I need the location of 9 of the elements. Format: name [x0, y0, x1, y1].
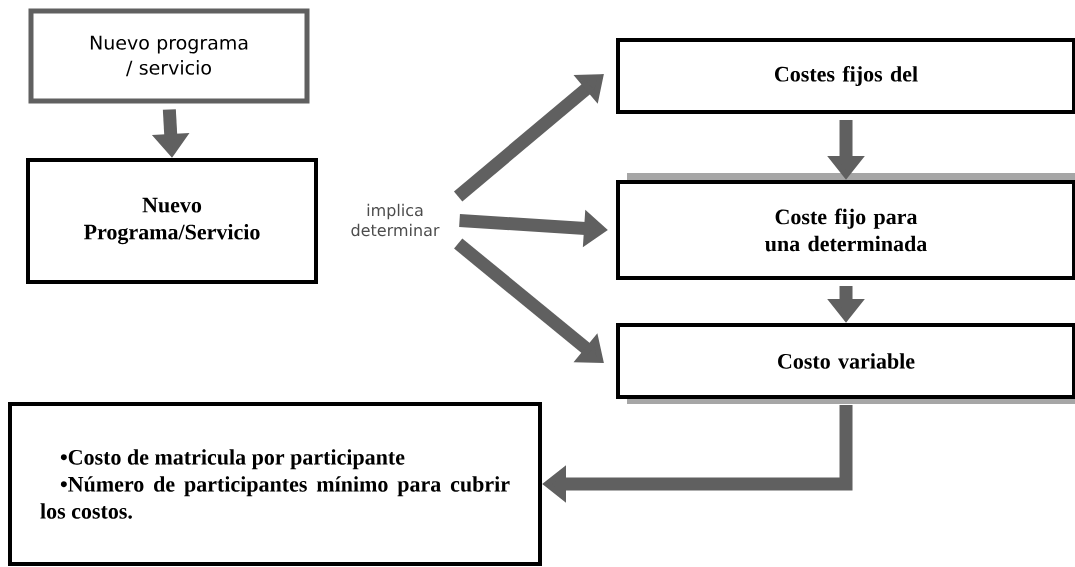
process-box: Costo variable — [616, 323, 1075, 399]
text-box: •Costo de matricula por participante •Número de participantes mínimo para cubrir los costos. — [8, 402, 542, 566]
process-box: Costes fijos del — [616, 38, 1075, 114]
block-arrow — [454, 238, 604, 363]
arrow-caption: implica determinar — [351, 203, 440, 237]
process-box: Nuevo programa / servicio — [28, 8, 310, 104]
process-box: Coste fijo para una determinada — [616, 180, 1075, 280]
process-box: Nuevo Programa/Servicio — [26, 158, 318, 284]
block-arrow — [453, 74, 604, 202]
